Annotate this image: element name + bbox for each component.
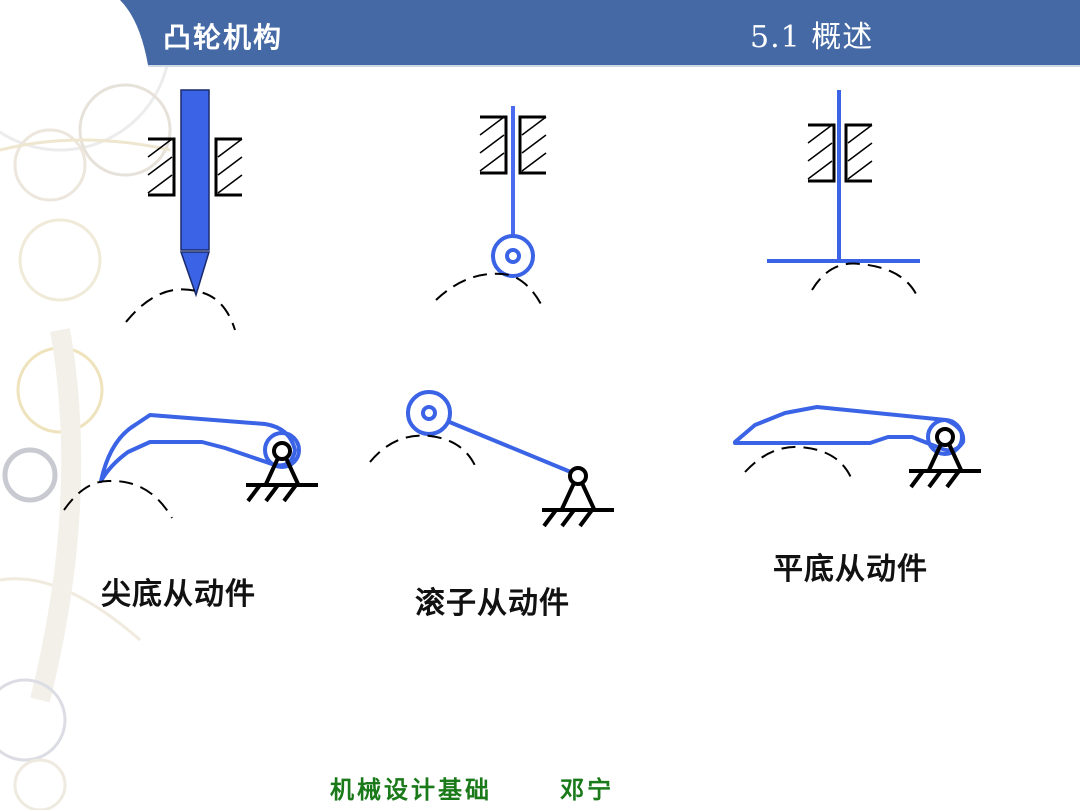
figure-knife-edge-translating — [125, 89, 244, 331]
label-flat-faced-follower: 平底从动件 — [773, 552, 928, 587]
label-roller-follower: 滚子从动件 — [415, 586, 570, 621]
section-title: 5.1 概述 — [750, 20, 874, 55]
header-bar — [120, 0, 1080, 67]
footer: 机械设计基础 邓宁 — [330, 770, 614, 805]
figure-roller-translating — [435, 106, 548, 309]
footer-author: 邓宁 — [560, 776, 615, 804]
figure-flat-faced-oscillating — [733, 405, 983, 489]
figure-roller-oscillating — [369, 390, 616, 528]
chapter-title: 凸轮机构 — [163, 21, 284, 54]
figure-flat-faced-translating — [767, 90, 920, 299]
figure-knife-edge-oscillating — [63, 413, 320, 519]
label-knife-edge-follower: 尖底从动件 — [101, 577, 256, 612]
footer-course: 机械设计基础 — [330, 776, 492, 804]
